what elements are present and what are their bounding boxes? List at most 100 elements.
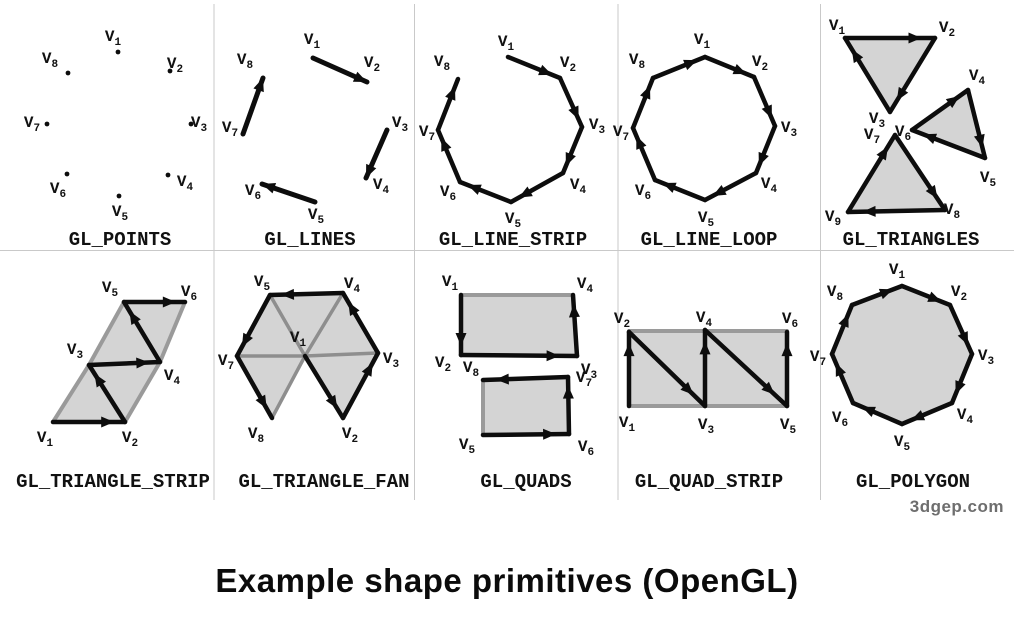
arrowhead — [680, 381, 694, 395]
panel-label: GL_TRIANGLES — [843, 229, 980, 251]
arrowhead — [568, 304, 580, 318]
vertex-label: V4 — [373, 176, 390, 197]
arrowhead — [699, 341, 711, 355]
vertex-label: V5 — [894, 433, 911, 454]
vertex-label: V3 — [392, 114, 409, 135]
arrowhead — [455, 333, 467, 346]
arrowhead — [495, 373, 509, 385]
arrowhead — [94, 373, 106, 388]
arrowhead — [241, 332, 253, 347]
vertex-point — [188, 121, 194, 127]
shape-fill — [845, 38, 935, 112]
vertex-label: V4 — [761, 175, 778, 196]
vertex-label: V2 — [342, 425, 358, 446]
vertex-label: V6 — [50, 180, 66, 201]
edge-line — [123, 360, 162, 424]
arrowhead — [758, 151, 769, 166]
vertex-label: V6 — [578, 438, 594, 459]
vertex-label: V2 — [614, 310, 630, 331]
arrowhead — [467, 184, 482, 195]
vertex-label: V3 — [589, 116, 606, 137]
vertex-label: V4 — [957, 406, 974, 427]
arrowhead — [911, 410, 926, 421]
vertex-label: V4 — [696, 309, 713, 330]
panel-label: GL_LINES — [264, 229, 355, 251]
arrowhead — [623, 343, 635, 357]
vertex-label: V8 — [463, 359, 480, 380]
vertex-label: V5 — [112, 203, 129, 224]
vertex-label: V8 — [434, 53, 451, 74]
panel-label: GL_LINE_STRIP — [439, 229, 587, 251]
vertex-label: V2 — [167, 55, 183, 76]
vertex-point — [44, 121, 50, 127]
vertex-label: V6 — [440, 183, 456, 204]
vertex-label: V5 — [980, 169, 997, 190]
arrowhead — [662, 182, 677, 193]
arrowhead — [878, 288, 893, 300]
arrowhead — [862, 205, 876, 217]
vertex-label: V7 — [24, 114, 40, 135]
arrowhead — [835, 362, 846, 377]
arrowhead — [957, 331, 969, 346]
vertex-label: V1 — [889, 261, 906, 282]
arrowhead — [922, 133, 938, 144]
vertex-label: V1 — [105, 28, 122, 49]
panel-label: GL_POINTS — [69, 229, 172, 251]
vertex-label: V5 — [698, 209, 715, 230]
arrowhead — [908, 32, 922, 44]
primitives-diagram: V1V2V3V4V5V6V7V8GL_POINTSV1V2V3V4V5V6V7V… — [0, 4, 1014, 500]
vertex-label: V9 — [825, 208, 841, 229]
arrowhead — [861, 406, 876, 417]
vertex-label: V6 — [895, 123, 911, 144]
vertex-label: V3 — [781, 119, 798, 140]
vertex-point — [64, 171, 70, 177]
vertex-label: V2 — [122, 429, 138, 450]
vertex-label: V2 — [435, 354, 451, 375]
arrowhead — [543, 428, 557, 440]
arrowhead — [253, 78, 264, 93]
arrowhead — [761, 104, 772, 119]
shape-fill — [912, 90, 985, 158]
vertex-label: V6 — [782, 310, 798, 331]
arrowhead — [761, 381, 775, 395]
arrowhead — [538, 64, 553, 76]
arrowhead — [366, 163, 377, 178]
vertex-label: V2 — [560, 54, 576, 75]
edge-line — [899, 283, 953, 308]
panel-label: GL_QUADS — [480, 471, 571, 493]
vertex-label: V6 — [181, 283, 197, 304]
vertex-label: V8 — [42, 50, 59, 71]
arrowhead — [348, 302, 360, 317]
arrowhead — [361, 362, 373, 377]
arrowhead — [781, 343, 793, 357]
edge-line — [158, 300, 187, 364]
panel-label: GL_TRIANGLE_FAN — [238, 471, 409, 493]
vertex-label: V1 — [304, 31, 321, 52]
arrowhead — [568, 105, 579, 120]
arrowhead — [925, 184, 938, 199]
vertex-point — [167, 68, 173, 74]
vertex-label: V3 — [698, 416, 715, 437]
edge-line — [849, 283, 905, 308]
arrowhead — [896, 86, 909, 101]
vertex-label: V1 — [619, 414, 636, 435]
edge-line — [268, 293, 307, 358]
arrowhead — [441, 137, 452, 152]
vertex-label: V2 — [364, 54, 380, 75]
vertex-point — [165, 172, 171, 178]
arrowhead — [636, 135, 647, 150]
vertex-label: V7 — [810, 348, 826, 369]
shape-fill — [629, 331, 787, 406]
edge-line — [303, 291, 345, 358]
arrowhead — [546, 350, 560, 362]
arrowhead — [136, 357, 150, 369]
vertex-label: V6 — [635, 182, 651, 203]
arrowhead — [683, 59, 698, 71]
vertex-label: V6 — [245, 182, 261, 203]
vertex-label: V2 — [939, 19, 955, 40]
vertex-label: V4 — [570, 176, 587, 197]
shape-fill — [832, 286, 972, 424]
panel-label: GL_QUAD_STRIP — [635, 471, 783, 493]
arrowhead — [927, 291, 942, 302]
vertex-label: V6 — [832, 409, 848, 430]
